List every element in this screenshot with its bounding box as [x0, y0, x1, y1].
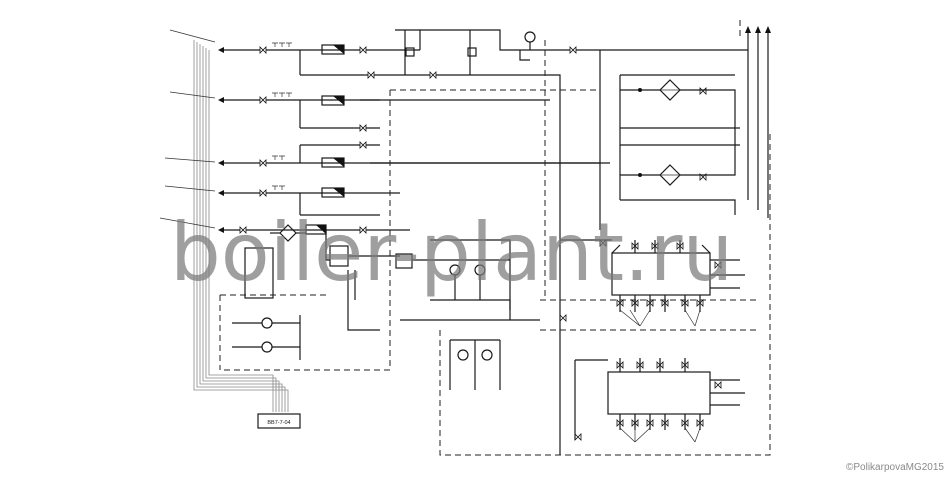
- arrow-up-icon: [745, 26, 751, 33]
- water-treatment: [232, 224, 400, 360]
- stamp-box: ВВ7-7-04: [257, 413, 301, 429]
- boiler-1-valves: [616, 242, 722, 307]
- boiler-2: [559, 320, 745, 455]
- valve-stems: [272, 42, 292, 190]
- filter-group-upper: [599, 50, 740, 230]
- arrow-icon: [218, 47, 224, 53]
- watermark-text: boiler-plant.ru: [170, 206, 733, 299]
- arrow-icon: [218, 160, 224, 166]
- arrow-icon: [218, 190, 224, 196]
- arrow-icon: [218, 97, 224, 103]
- main-lines: [218, 29, 748, 240]
- stamp-label: ВВ7-7-04: [267, 420, 290, 426]
- cable-bundle: [193, 40, 289, 412]
- pump-station: [395, 239, 540, 390]
- boiler-2-valves: [616, 361, 722, 427]
- top-cluster: [404, 30, 536, 75]
- copyright-text: ©PolikarpovaMG2015: [846, 462, 944, 473]
- risers: [739, 20, 771, 218]
- heat-exchangers: [305, 44, 345, 235]
- arrow-icon: [218, 227, 224, 233]
- arrow-up-icon: [765, 26, 771, 33]
- arrow-up-icon: [755, 26, 761, 33]
- leader-lines: [159, 29, 701, 443]
